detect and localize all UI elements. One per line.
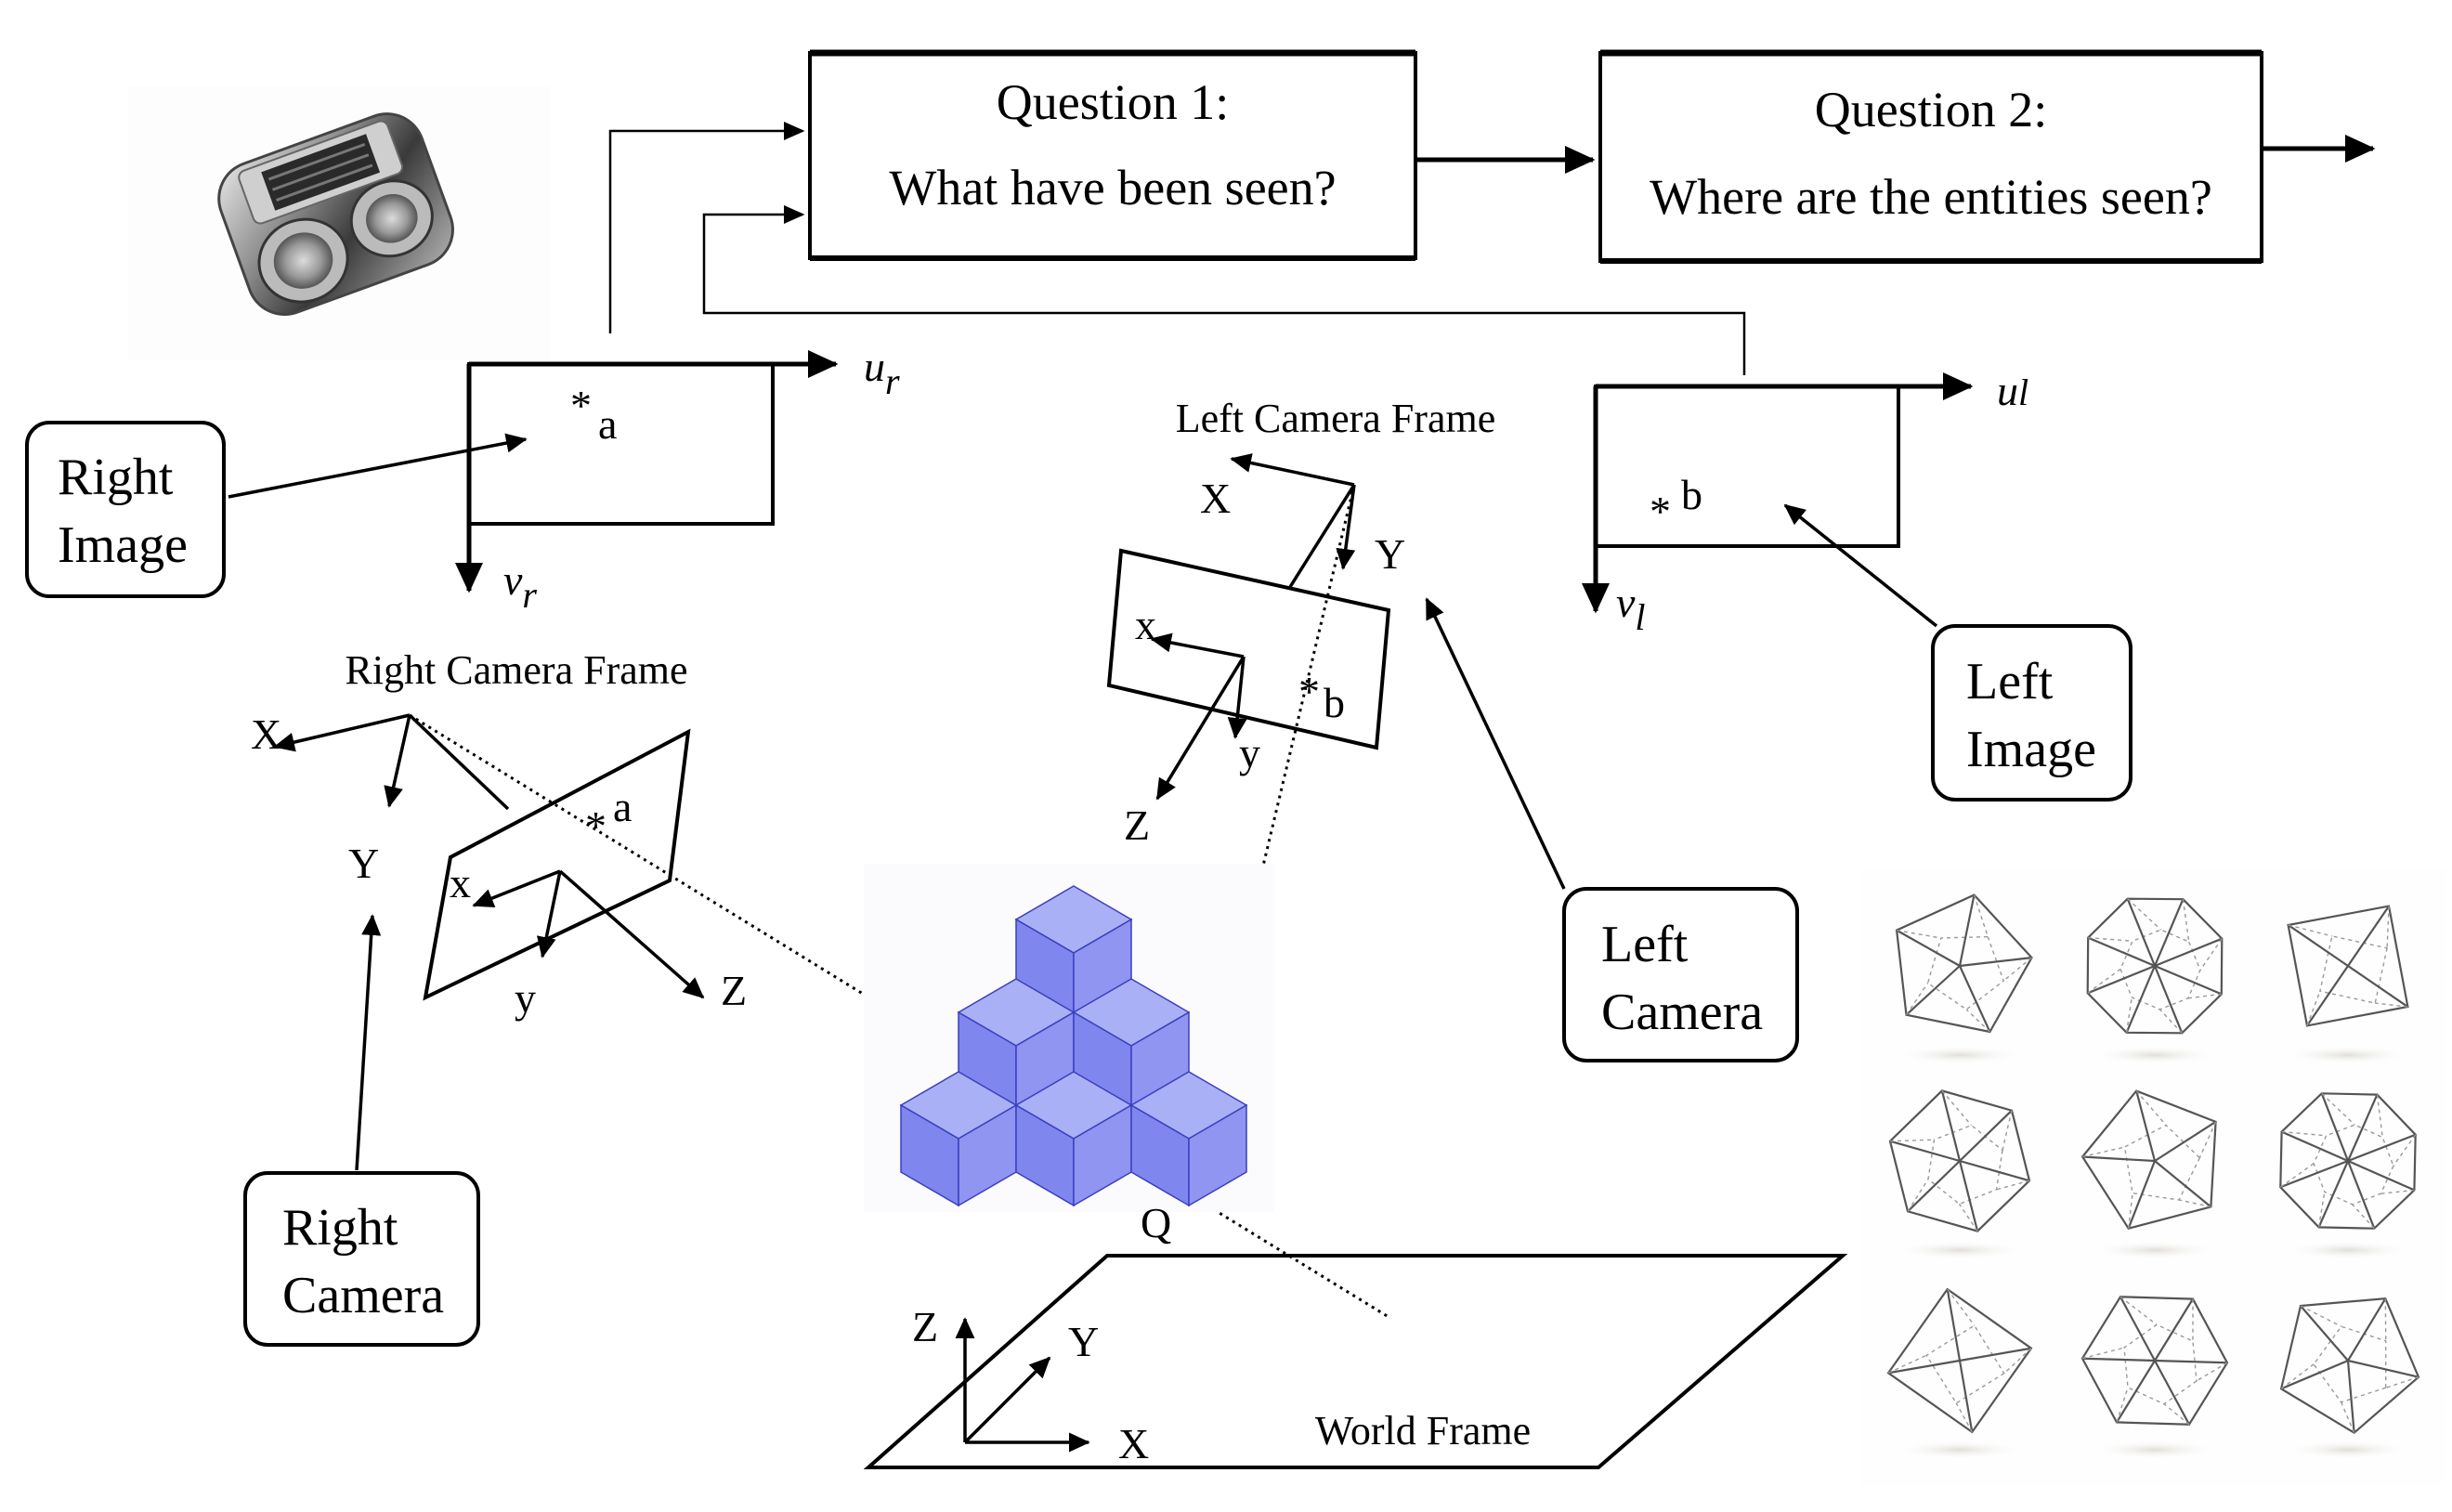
polyhedron-5 [2080, 1089, 2217, 1230]
right-camera-callout: Right Camera [243, 1171, 480, 1347]
arrow-left-camera-callout [1425, 597, 1566, 890]
svg-text:X: X [1118, 1420, 1149, 1467]
svg-text:x: x [1135, 601, 1156, 648]
question-1-box: Question 1: What have been seen? [808, 49, 1417, 261]
svg-text:Camera: Camera [1601, 984, 1763, 1041]
arrow-right-image-callout [228, 433, 528, 499]
polyhedron-6 [2279, 1092, 2417, 1230]
right-camera-frame-title: Right Camera Frame [345, 647, 687, 693]
svg-text:Y: Y [1068, 1318, 1099, 1365]
polyhedron-2-shadow [2089, 1046, 2221, 1064]
polyhedron-5-shadow [2089, 1241, 2221, 1259]
right-image-callout: Right Image [25, 421, 226, 598]
point-b-marker: * [1650, 488, 1671, 535]
wireframe-polyhedra [1861, 868, 2446, 1486]
question-2-text: Where are the entities seen? [1650, 169, 2212, 225]
polyhedron-4-shadow [1894, 1241, 2026, 1259]
cube-6-right [1188, 1103, 1247, 1207]
svg-text:Left: Left [1601, 916, 1689, 973]
left-camera-frame-title: Left Camera Frame [1176, 396, 1496, 441]
scene-point-q-label: Q [1141, 1199, 1171, 1246]
svg-text:Image: Image [1966, 721, 2096, 778]
left-image-plane: ul vl * b [1582, 367, 2028, 638]
polyhedron-7-shadow [1894, 1440, 2026, 1459]
svg-text:Right: Right [282, 1199, 398, 1257]
polyhedron-3-shadow [2282, 1046, 2414, 1064]
polyhedron-7 [1886, 1287, 2033, 1434]
world-frame: Z Y X World Frame [863, 1254, 1848, 1469]
v-r-label: vr [503, 556, 537, 616]
polyhedron-1-shadow [1894, 1046, 2026, 1064]
svg-text:Right: Right [58, 449, 174, 506]
svg-text:Left: Left [1966, 653, 2054, 710]
arrow-left-image-callout [1783, 503, 1938, 628]
polyhedron-1 [1895, 893, 2033, 1034]
svg-text:Image: Image [58, 516, 188, 574]
question-2-title: Question 2: [1815, 82, 2048, 137]
point-b-label: b [1681, 471, 1702, 518]
polyhedron-9-shadow [2282, 1440, 2414, 1459]
right-camera-frame: Right Camera Frame X Y x y Z * a [251, 647, 747, 1022]
svg-text:Camera: Camera [282, 1267, 444, 1324]
svg-text:X: X [251, 710, 281, 758]
svg-text:*: * [585, 802, 606, 850]
polyhedron-6-shadow [2282, 1241, 2414, 1259]
polyhedron-8 [2080, 1296, 2229, 1426]
svg-text:Z: Z [721, 967, 747, 1014]
arrow-right-camera-callout [355, 914, 382, 1171]
world-ground-plane [863, 1254, 1848, 1469]
right-image-plane-3d [423, 728, 691, 1001]
point-a-marker: * [570, 382, 592, 429]
svg-text:Y: Y [1375, 530, 1405, 578]
polyhedron-9 [2279, 1297, 2420, 1435]
right-image-plane: ur vr * a [455, 343, 900, 616]
svg-text:x: x [450, 859, 471, 906]
arrow-left-image-to-q1 [702, 205, 1746, 375]
svg-text:Z: Z [1124, 802, 1150, 849]
svg-text:Z: Z [912, 1303, 938, 1350]
polyhedron-8-shadow [2089, 1440, 2221, 1459]
question-1-text: What have been seen? [889, 160, 1336, 215]
left-camera-frame: Left Camera Frame X Y x y Z * b [1106, 396, 1496, 849]
svg-text:Y: Y [348, 840, 379, 887]
world-frame-title: World Frame [1315, 1408, 1531, 1453]
u-l-label: ul [1997, 367, 2028, 414]
arrow-right-image-to-q1 [608, 122, 805, 333]
svg-text:a: a [613, 783, 632, 830]
point-a-label: a [598, 400, 617, 448]
svg-text:y: y [1239, 729, 1260, 776]
question-1-title: Question 1: [997, 74, 1230, 130]
svg-text:*: * [1298, 668, 1320, 715]
left-image-callout: Left Image [1931, 624, 2132, 802]
stereo-camera-icon [128, 86, 551, 359]
isometric-cube-stack [864, 864, 1274, 1212]
svg-text:y: y [515, 974, 536, 1022]
svg-text:X: X [1200, 475, 1231, 522]
u-r-label: ur [864, 343, 900, 402]
left-image-plane-3d [1106, 548, 1391, 750]
v-l-label: vl [1616, 579, 1646, 638]
svg-text:b: b [1324, 679, 1345, 726]
left-camera-callout: Left Camera [1562, 887, 1799, 1062]
question-2-box: Question 2: Where are the entities seen? [1598, 49, 2263, 264]
